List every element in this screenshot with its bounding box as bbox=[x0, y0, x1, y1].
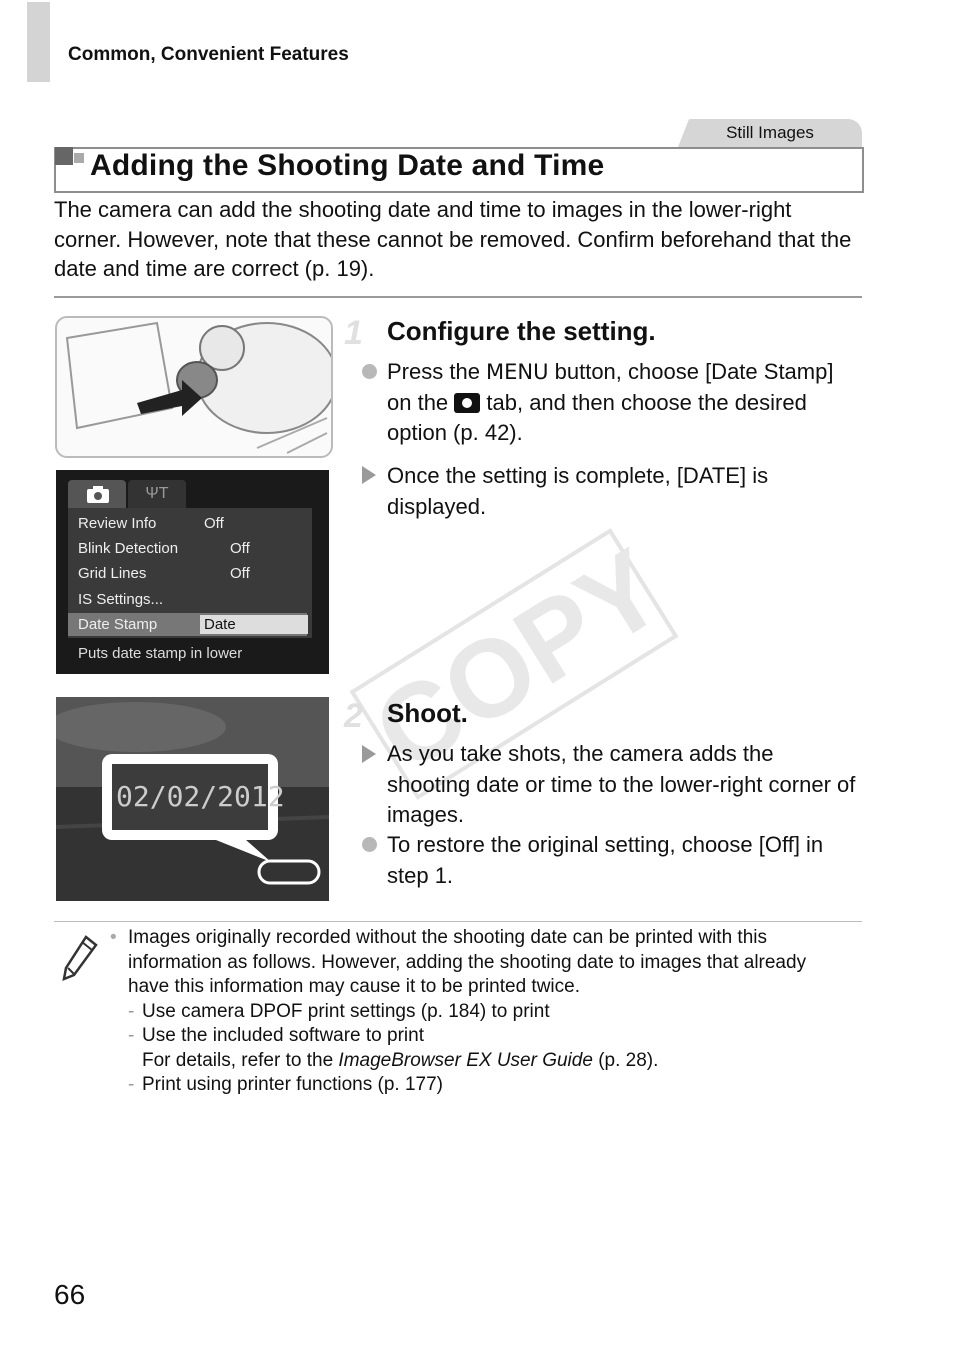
step2-bullet-2: To restore the original setting, choose … bbox=[387, 832, 824, 888]
note-bullet: • Images originally recorded without the… bbox=[110, 927, 807, 997]
bullet-circle bbox=[362, 837, 377, 852]
divider bbox=[54, 296, 862, 298]
note-item: -Print using printer functions (p. 177) bbox=[128, 1074, 443, 1095]
menu-hint: Puts date stamp in lower bbox=[78, 645, 243, 662]
page-number: 66 bbox=[54, 1279, 86, 1310]
step-title: Configure the setting. bbox=[387, 316, 656, 346]
bullet-triangle bbox=[362, 466, 376, 484]
menu-row: Blink Detection Off bbox=[78, 540, 250, 557]
still-images-tab: Still Images bbox=[678, 119, 862, 147]
page-title: Adding the Shooting Date and Time bbox=[90, 149, 605, 182]
date-overlay: 02/02/2012 bbox=[116, 780, 285, 813]
note-item: -Use the included software to print bbox=[128, 1025, 424, 1046]
note-item: -Use camera DPOF print settings (p. 184)… bbox=[128, 1000, 550, 1022]
pencil-icon bbox=[60, 933, 100, 983]
note-item-detail: For details, refer to the ImageBrowser E… bbox=[142, 1049, 659, 1071]
sample-photo-with-date: 02/02/2012 bbox=[56, 697, 329, 901]
side-bar bbox=[27, 2, 50, 82]
menu-row: Review Info Off bbox=[78, 515, 224, 532]
title-marker bbox=[55, 147, 73, 165]
title-marker-small bbox=[74, 153, 84, 163]
step2-bullet-1: As you take shots, the camera adds the s… bbox=[387, 741, 856, 827]
bullet-triangle bbox=[362, 745, 376, 763]
note-divider bbox=[54, 921, 862, 922]
menu-row: Grid Lines Off bbox=[78, 565, 250, 582]
step-number: 2 bbox=[344, 697, 363, 735]
menu-row-selected: Date Stamp Date bbox=[68, 613, 308, 636]
camera-menu-screen: ΨT Review Info Off Blink Detection Off G… bbox=[56, 470, 329, 674]
settings-tab: ΨT bbox=[128, 480, 186, 508]
menu-row: IS Settings... bbox=[78, 591, 164, 608]
menu-button-label: MENU bbox=[486, 360, 549, 384]
bullet-circle bbox=[362, 364, 377, 379]
title-box bbox=[54, 147, 864, 193]
camera-tab-icon bbox=[454, 392, 481, 413]
intro-paragraph: The camera can add the shooting date and… bbox=[54, 197, 852, 281]
camera-buttons-illustration bbox=[55, 316, 333, 458]
step1-bullet-2: Once the setting is complete, [DATE] is … bbox=[387, 463, 769, 519]
section-label: Common, Convenient Features bbox=[68, 44, 349, 65]
step-title: Shoot. bbox=[387, 698, 468, 728]
note-block: • Images originally recorded without the… bbox=[110, 926, 848, 1098]
camera-tab bbox=[68, 480, 126, 508]
step-number: 1 bbox=[344, 314, 363, 352]
step1-bullet-1: Press the MENU button, choose [Date Stam… bbox=[387, 359, 834, 445]
